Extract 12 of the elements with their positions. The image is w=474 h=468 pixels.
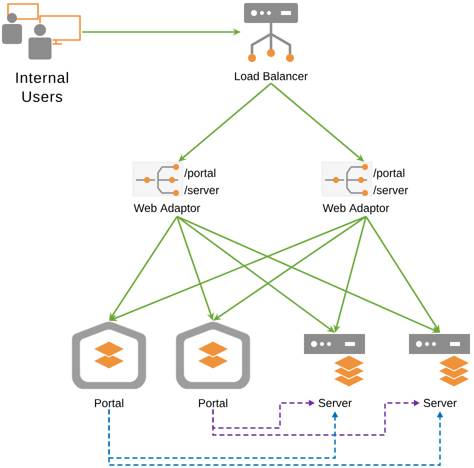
path-label: /portal: [184, 168, 216, 180]
node-label: Server: [318, 398, 352, 408]
path-label: /portal: [373, 168, 404, 180]
node-label: Web Adaptor: [134, 204, 200, 214]
node-label: Portal: [94, 398, 124, 408]
path-label: /server: [184, 186, 220, 194]
node-label: Internal Users: [16, 72, 68, 102]
node-label: Server: [424, 398, 457, 408]
path-label: /server: [373, 186, 408, 194]
node-label: Web Adaptor: [322, 204, 390, 214]
node-label: Load Balancer: [235, 72, 308, 80]
node-label: Portal: [198, 398, 228, 408]
